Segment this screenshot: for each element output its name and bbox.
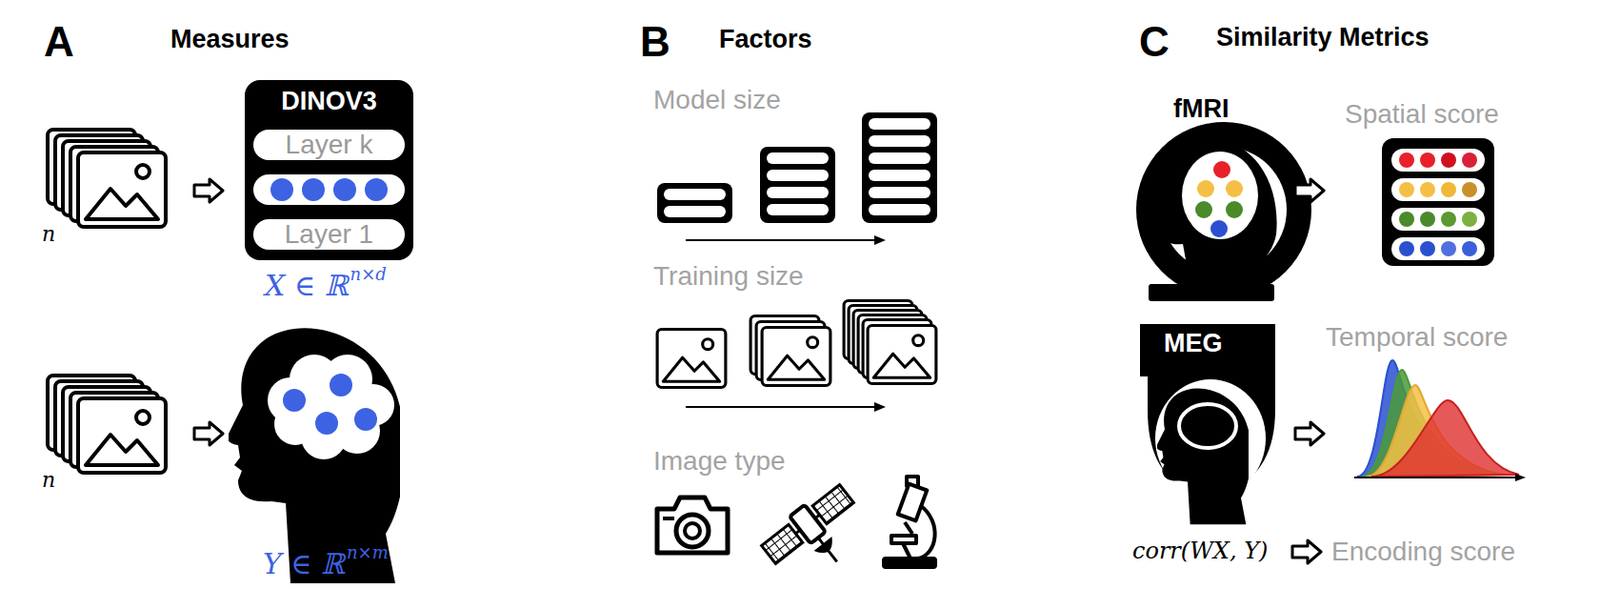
factor-label: Training size <box>653 260 804 292</box>
math-superscript: n×d <box>350 264 387 285</box>
microscope-icon <box>883 476 936 567</box>
modality-label: fMRI <box>1173 94 1229 124</box>
training-size-stacks <box>657 300 937 412</box>
camera-icon <box>657 497 728 553</box>
panel-letter: B <box>640 18 671 67</box>
count-label: n <box>41 221 56 246</box>
satellite-icon <box>758 480 877 589</box>
hollow-arrow <box>194 421 223 445</box>
human-head <box>227 327 405 583</box>
factor-label: Model size <box>653 84 781 116</box>
image-stack-2 <box>47 375 166 473</box>
math-label: X ∈ ℝ <box>264 269 349 303</box>
panel-title: Measures <box>170 24 290 55</box>
hollow-arrow <box>1295 179 1324 202</box>
math-superscript: n×m <box>346 542 389 563</box>
factor-label: Image type <box>653 445 786 477</box>
spatial-score-icon <box>1381 138 1495 266</box>
count-label: n <box>41 467 56 492</box>
metric-label: Encoding score <box>1331 536 1516 567</box>
temporal-curves <box>1354 360 1526 481</box>
metric-label: Temporal score <box>1325 321 1508 353</box>
formula-label: corr(WX, Y) <box>1132 538 1268 565</box>
panel-letter: A <box>43 18 75 67</box>
layer-name: Layer 1 <box>253 219 405 250</box>
hollow-arrow <box>1295 421 1324 445</box>
layer-pill: Layer 1 <box>253 219 405 250</box>
layer-pill: Layer k <box>253 129 405 160</box>
model-size-stacks <box>657 112 938 245</box>
math-label: Y ∈ ℝ <box>262 547 345 581</box>
metric-label: Spatial score <box>1344 99 1500 130</box>
model-box: DINOV3Layer k Layer 1 <box>244 80 414 260</box>
panel-title: Factors <box>719 24 813 55</box>
fmri-scanner <box>1136 121 1312 301</box>
image-stack-1 <box>47 129 166 227</box>
meg-scanner <box>1140 323 1276 524</box>
hollow-arrow <box>194 179 223 202</box>
hidden-layer-pill <box>253 174 405 205</box>
hollow-arrow <box>1292 540 1321 563</box>
modality-label: MEG <box>1163 328 1223 359</box>
model-name: DINOV3 <box>244 80 414 117</box>
panel-letter: C <box>1139 18 1170 67</box>
panel-title: Similarity Metrics <box>1216 22 1430 53</box>
layer-name: Layer k <box>253 129 405 160</box>
